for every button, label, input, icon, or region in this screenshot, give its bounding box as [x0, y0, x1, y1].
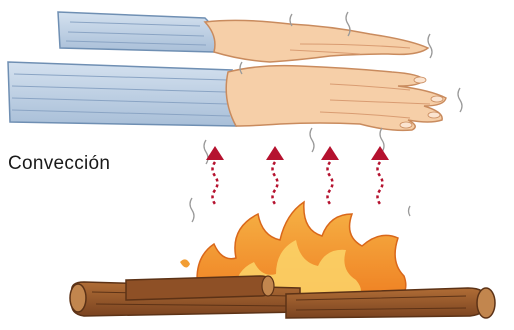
- lower-hand: [8, 62, 446, 130]
- arrow-up-icon: [206, 146, 224, 204]
- hand-icon: [205, 20, 428, 62]
- convection-label: Convección: [8, 153, 110, 175]
- lower-sleeve: [8, 62, 236, 126]
- arrow-up-icon: [321, 146, 339, 204]
- convection-arrows: [206, 146, 389, 204]
- hand-icon: [226, 66, 446, 131]
- log-icon: [286, 288, 495, 318]
- arrow-up-icon: [371, 146, 389, 204]
- upper-hand: [58, 12, 428, 62]
- log-icon: [126, 276, 274, 300]
- arrow-up-icon: [266, 146, 284, 204]
